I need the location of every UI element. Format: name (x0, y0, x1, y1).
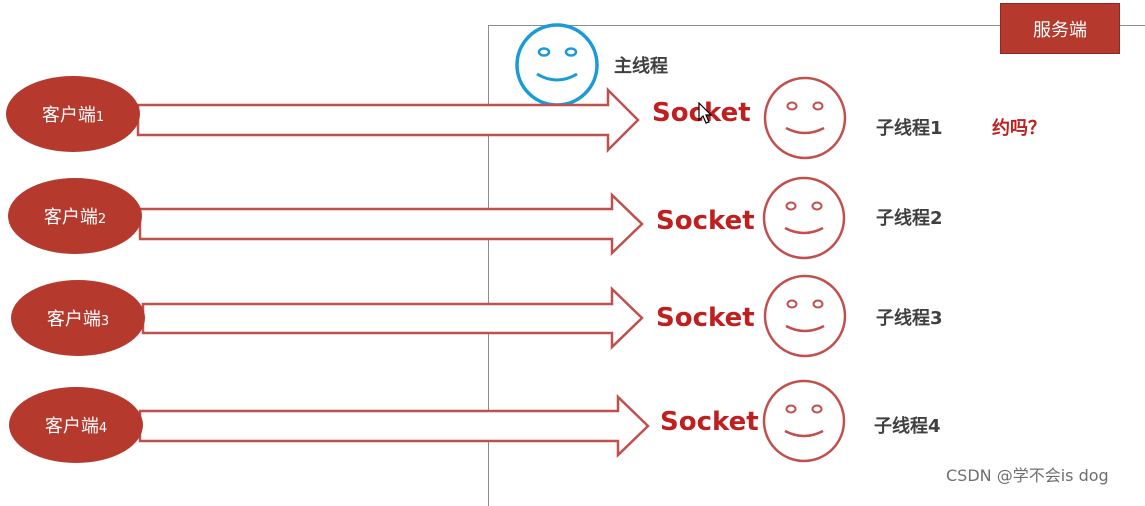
watermark: CSDN @学不会is dog (946, 466, 1109, 485)
arrow-4 (138, 394, 650, 458)
thread-label-1: 子线程1 (876, 118, 943, 139)
thread-1-smiley-icon (763, 76, 847, 160)
client-3-label: 客户端 (46, 309, 101, 330)
thread-4-smiley-icon (762, 379, 846, 463)
client-4-number: 4 (98, 420, 108, 436)
note-label: 约吗？ (992, 118, 1046, 139)
client-1-number: 1 (95, 109, 105, 125)
main-thread-smiley-icon (515, 23, 599, 107)
socket-label-3: Socket (656, 303, 755, 333)
server-label: 服务端 (1000, 3, 1120, 54)
mouse-cursor-icon (698, 102, 713, 124)
thread-3-smiley-icon (763, 274, 847, 358)
diagram-shapes (136, 23, 847, 463)
server-boundary (488, 25, 1145, 506)
arrow-2 (138, 192, 644, 256)
thread-label-2: 子线程2 (876, 208, 943, 229)
client-2-number: 2 (97, 211, 107, 227)
socket-label-2: Socket (656, 206, 755, 236)
client-1-label: 客户端 (41, 105, 96, 126)
main-thread-label: 主线程 (614, 56, 668, 77)
client-3-number: 3 (100, 313, 110, 329)
arrow-1 (136, 86, 640, 154)
thread-2-smiley-icon (762, 176, 846, 260)
arrow-3 (141, 286, 644, 350)
thread-label-3: 子线程3 (876, 308, 943, 329)
socket-label-4: Socket (660, 407, 759, 437)
client-2-label: 客户端 (43, 207, 98, 228)
client-4-label: 客户端 (44, 416, 99, 437)
thread-label-4: 子线程4 (874, 416, 941, 437)
